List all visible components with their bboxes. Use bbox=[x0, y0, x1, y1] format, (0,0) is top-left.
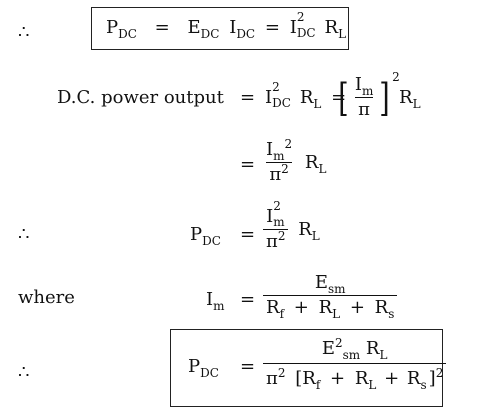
fraction-numerator: Im bbox=[354, 74, 374, 98]
i-symbol: I bbox=[229, 17, 237, 38]
equals-sign: = bbox=[240, 87, 256, 108]
right-bracket: ] bbox=[379, 75, 390, 120]
fraction-numerator: Esm bbox=[314, 272, 346, 296]
equation-line-6: E2sm RL π2 [Rf + RL + Rs]2 bbox=[263, 336, 447, 391]
therefore-symbol-1: ∴ bbox=[18, 22, 30, 43]
r-symbol: R bbox=[299, 87, 314, 108]
fraction-denominator: π2 bbox=[263, 228, 289, 252]
r-subscript: L bbox=[318, 161, 327, 176]
fraction-denominator: π bbox=[355, 96, 373, 120]
equation-line-5: Esm Rf + RL + Rs bbox=[263, 272, 398, 320]
equals-sign: = bbox=[240, 289, 256, 310]
r-symbol: R bbox=[324, 17, 339, 38]
equals-sign: = bbox=[154, 17, 170, 38]
r-subscript: L bbox=[313, 97, 322, 111]
bracketed-fraction: [ Im π ]2 bbox=[336, 71, 400, 120]
label-dc-power-output: D.C. power output bbox=[57, 87, 224, 108]
fraction-denominator: Rf + RL + Rs bbox=[263, 294, 398, 320]
equals-sign: = bbox=[331, 87, 347, 108]
equation-line-3: Im2 π2 RL bbox=[263, 137, 327, 185]
r-term: RL bbox=[399, 87, 421, 111]
r-symbol: R bbox=[304, 151, 319, 173]
superscript: 2 bbox=[392, 69, 400, 84]
i-symbol: I bbox=[289, 17, 297, 38]
equals-sign: = bbox=[240, 224, 256, 245]
fraction-numerator: E2sm RL bbox=[321, 336, 388, 362]
equals-sign: = bbox=[240, 154, 256, 175]
equals-sign: = bbox=[264, 17, 280, 38]
i-subscript: DC bbox=[236, 27, 256, 41]
p-symbol: P bbox=[106, 17, 119, 38]
r-symbol: R bbox=[298, 218, 312, 240]
r-subscript: L bbox=[311, 228, 320, 243]
r-subscript: L bbox=[338, 27, 347, 41]
i-symbol: I bbox=[265, 87, 273, 108]
e-subscript: DC bbox=[200, 27, 220, 41]
therefore-symbol-3: ∴ bbox=[18, 362, 30, 383]
p-dc-term: PDC bbox=[190, 224, 221, 248]
boxed-equation-1 bbox=[91, 7, 349, 50]
therefore-symbol-2: ∴ bbox=[18, 224, 30, 245]
fraction-denominator: π2 bbox=[266, 161, 292, 185]
i-m-term: Im bbox=[206, 289, 225, 313]
fraction-denominator: π2 [Rf + RL + Rs]2 bbox=[263, 362, 447, 391]
boxed-equation-2 bbox=[170, 329, 443, 407]
p-dc-term: PDC bbox=[188, 356, 219, 380]
left-bracket: [ bbox=[338, 75, 349, 120]
where-label: where bbox=[18, 287, 75, 308]
equals-sign: = bbox=[240, 356, 256, 377]
p-subscript: DC bbox=[118, 27, 137, 41]
fraction-numerator: Im2 bbox=[266, 137, 293, 163]
e-symbol: E bbox=[187, 17, 201, 38]
